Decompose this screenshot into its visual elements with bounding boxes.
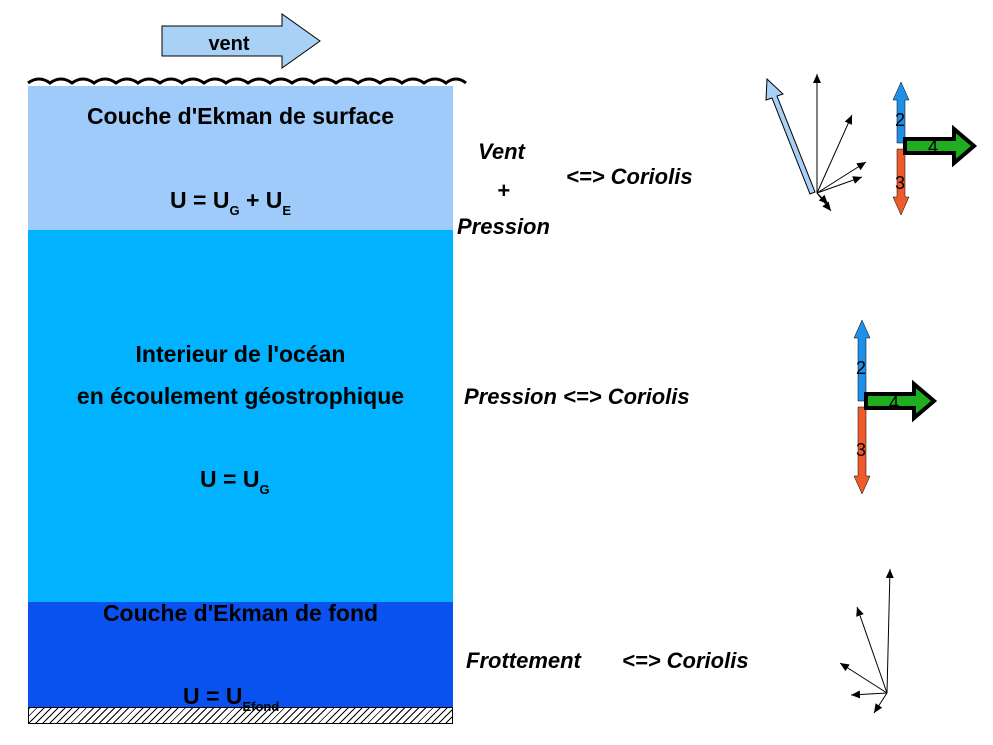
balance-surface-coriolis: <=> Coriolis xyxy=(566,164,693,189)
balance-surface-plus: + xyxy=(497,178,510,203)
surface-vector-label-3: 3 xyxy=(895,173,905,193)
surface-wind-vector xyxy=(765,77,816,195)
balance-interior: Pression <=> Coriolis xyxy=(464,384,690,409)
surface-pressure-vector xyxy=(892,81,910,144)
balance-surface-pression: Pression xyxy=(457,214,550,239)
interior-layer-title-line2: en écoulement géostrophique xyxy=(76,383,405,409)
surface-layer-title: Couche d'Ekman de surface xyxy=(86,103,395,129)
surface-vector-label-4: 4 xyxy=(928,137,938,157)
interior-velocity-vector xyxy=(864,379,938,423)
bottom-layer-title: Couche d'Ekman de fond xyxy=(102,600,379,626)
interior-pressure-vector xyxy=(853,319,871,402)
bottom-ekman-layer xyxy=(28,602,453,707)
wind-label: vent xyxy=(208,33,249,55)
interior-force-vectors: 2 3 4 xyxy=(853,319,938,495)
balance-bottom-coriolis: <=> Coriolis xyxy=(622,648,749,673)
surface-force-vectors: 2 3 4 xyxy=(892,81,978,216)
surface-vector-label-2: 2 xyxy=(895,110,905,130)
surface-coriolis-vector xyxy=(892,148,910,216)
surface-ekman-layer xyxy=(28,86,453,230)
interior-vector-label-3: 3 xyxy=(856,440,866,460)
surface-velocity-vector xyxy=(903,124,978,168)
interior-vector-label-2: 2 xyxy=(856,358,866,378)
interior-coriolis-vector xyxy=(853,406,871,495)
bottom-ekman-spiral xyxy=(839,568,894,714)
surface-layer-equation: U = UG + UE xyxy=(170,187,292,218)
interior-layer-equation: U = UG xyxy=(200,466,270,497)
interior-layer-title-line1: Interieur de l'océan xyxy=(135,341,346,367)
balance-bottom-frottement: Frottement xyxy=(466,648,581,673)
bottom-layer-equation: U = UEfond xyxy=(183,683,280,714)
balance-surface-vent: Vent xyxy=(478,139,525,164)
surface-ekman-spiral xyxy=(765,74,867,212)
seabed-hatching xyxy=(28,707,453,724)
interior-vector-label-4: 4 xyxy=(889,393,899,413)
ocean-interior-layer xyxy=(28,230,453,602)
